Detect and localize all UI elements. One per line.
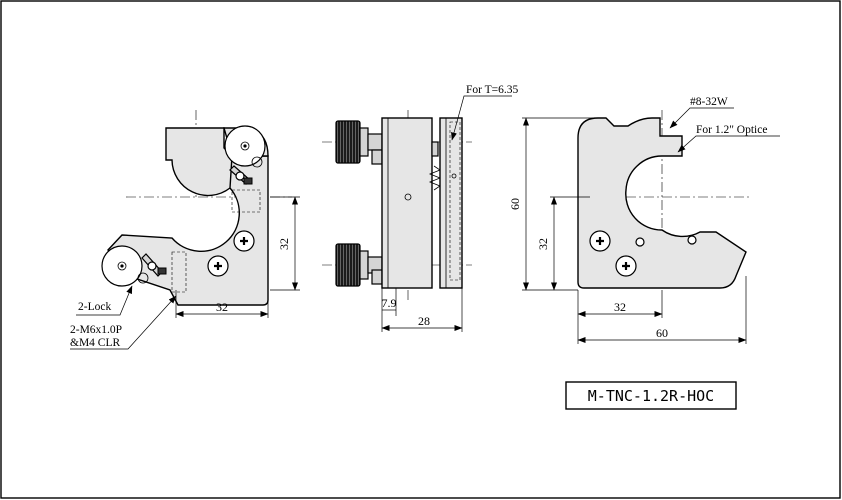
side-knob-top-shaft [367,133,383,151]
front-leader-screw [70,295,177,350]
rear-screw-lower [615,255,637,277]
rear-leader-optic [677,135,780,153]
front-leader-lock [76,285,133,316]
part-number: M-TNC-1.2R-HOC [588,387,714,405]
front-knob-top-hole [240,141,250,151]
side-knob-bottom [335,243,361,287]
front-hidden-bore-bottom [171,251,187,293]
front-lock-ring-top [251,156,263,168]
front-knob-top-center [243,144,247,148]
front-lock-lever-bottom [141,253,167,277]
front-label-lock: 2-Lock [78,301,111,313]
rear-dim-height-outer: 60 [508,198,522,210]
side-knob-top [335,120,361,164]
front-dim-height: 32 [277,238,291,250]
front-lock-lever-top [229,165,253,185]
front-label-screw-1: 2-M6x1.0P [70,324,122,336]
front-label-screw-2: &M4 CLR [70,337,120,349]
front-lock-ring-bottom [137,272,149,284]
side-knob-bottom-hub [359,250,369,280]
side-plate-set-screw [451,173,457,179]
side-knob-top-nut [371,149,383,165]
rear-label-thread: #8-32W [690,96,728,108]
side-view: For T=6.35 7.9 28 [322,84,519,332]
rear-dim-width-inner: 32 [614,300,626,314]
rear-hole-left [635,237,645,247]
front-screw-upper [233,230,255,252]
side-dim-offset: 7.9 [382,296,397,310]
side-block-hole [404,193,412,201]
side-front-plate [439,117,463,289]
rear-label-optic: For 1.2" Optice [696,124,767,136]
front-knob-bottom-hole [117,261,127,271]
front-screw-lower [207,255,229,277]
rear-dim-width-outer: 60 [656,326,668,340]
rear-optic-bore [625,155,663,231]
side-knob-bottom-nut [371,269,383,285]
front-mount-body [165,127,236,197]
rear-dim-height-inner: 32 [536,238,550,250]
side-plate-hidden [449,121,461,281]
front-view: 32 32 2-Lock 2-M6x1.0P &M4 CLR [70,110,300,350]
side-label-thickness: For T=6.35 [466,84,519,96]
side-leader-thickness [451,95,512,141]
rear-screw-upper [589,230,611,252]
side-knob-top-hub [359,127,369,157]
front-dim-width: 32 [216,300,228,314]
rear-leader-thread [669,107,734,129]
side-main-block [381,117,433,289]
front-knob-bottom-center [120,264,124,268]
rear-hole-right [687,235,697,245]
part-number-box: M-TNC-1.2R-HOC [565,381,737,410]
rear-view: #8-32W For 1.2" Optice 60 32 32 60 [508,96,780,344]
side-pivot-top [431,141,439,157]
side-dim-depth: 28 [418,314,430,328]
